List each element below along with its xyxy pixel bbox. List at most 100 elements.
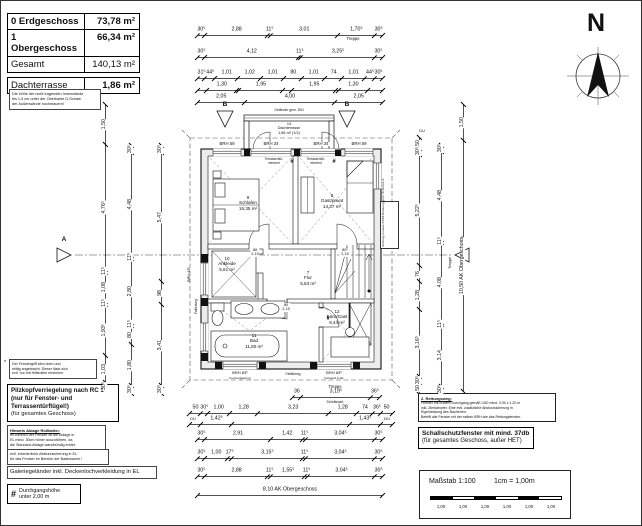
- dim-segment: 11⁵: [300, 431, 309, 445]
- dim-value: 1,28: [415, 290, 422, 302]
- dim-value: 11⁵: [295, 48, 305, 56]
- dim-value: 1,43⁵: [358, 415, 373, 423]
- dim-value: 3,04⁵: [334, 467, 349, 475]
- window-handle-note: Der Fenstergriff wird oben und mittig an…: [9, 359, 97, 380]
- dim-segment: 1,30: [207, 81, 237, 96]
- dim-value: 4,48: [437, 190, 444, 202]
- dim-value: 2,88: [230, 467, 243, 475]
- dim-segment: 1,00: [205, 450, 228, 464]
- dim-value: 30⁵: [196, 48, 207, 56]
- treppe-label-right: Treppe: [447, 257, 454, 269]
- table-row: 1 Obergeschoss 66,34 m²: [7, 30, 140, 57]
- dim-value: 30⁵: [157, 384, 164, 394]
- dim-segment: 1,01: [261, 69, 284, 84]
- dim-value: 80: [127, 331, 134, 339]
- dim-segment: 3,41: [155, 305, 167, 385]
- dim-value: 11⁵: [300, 449, 309, 457]
- dim-segment: 50: [190, 405, 201, 419]
- roof-overhang-dashed-outline: [181, 129, 401, 389]
- dim-value: 1,50: [459, 117, 466, 129]
- dim-value: 2,05: [215, 93, 227, 101]
- dim-value: 5,47: [157, 212, 164, 224]
- dim-value: 1,50: [101, 119, 108, 131]
- dim-segment: 80: [125, 326, 137, 344]
- dim-value: 1,95: [308, 81, 320, 89]
- dim-segment: 30⁵: [196, 468, 206, 482]
- dim-value: 11⁵: [437, 237, 444, 246]
- dim-segment: 2,05: [335, 94, 382, 108]
- room-label-gast: 8 Gast/privat 14,37 m²: [320, 193, 344, 209]
- treppe-label-bottom: Treppe: [327, 384, 343, 390]
- dim-segment: 1,93⁵: [99, 305, 111, 356]
- dim-segment: 11⁵: [295, 49, 305, 63]
- dim-value: 4,76⁵: [101, 200, 108, 215]
- fall-protection-note: evtl. erforderliche Absturzsicherung in …: [7, 449, 109, 465]
- area-table: 0 Erdgeschoss 73,78 m² 1 Obergeschoss 66…: [7, 13, 140, 94]
- dim-value: 3,25⁵: [331, 48, 345, 56]
- dim-segment: 30⁵: [374, 468, 384, 482]
- dim-segment: 2,88: [205, 467, 269, 482]
- dim-segment: 11⁵: [300, 449, 309, 464]
- dim-value: 8,10 AK Obergeschoss: [262, 486, 318, 494]
- dim-segment: 30⁵: [373, 450, 384, 464]
- dim-value: 3,16⁵: [415, 336, 422, 350]
- floor-area: 1,86 m²: [102, 80, 135, 91]
- dim-segment: 2,80: [125, 259, 137, 324]
- dim-value: 1,01: [267, 69, 279, 77]
- dim-segment: 30⁵: [196, 27, 206, 41]
- dim-value: 1,28: [337, 404, 349, 412]
- dim-segment: 98: [155, 282, 167, 305]
- dim-chain-top-4: 2,05 4,00 2,05: [198, 93, 382, 108]
- dim-value: 4,08: [437, 277, 444, 289]
- dim-value: 1,03: [101, 363, 108, 376]
- dim-segment: 30⁵: [373, 49, 384, 63]
- dim-segment: 50: [381, 405, 392, 419]
- dim-value: 10,50 AK Obergeschoss: [459, 236, 466, 295]
- dim-segment: 3,25⁵: [301, 48, 375, 63]
- dim-segment: 30⁵: [155, 145, 167, 155]
- terrace-door-label-1: Terrassentür- element: [264, 157, 284, 165]
- mushroom-lock-note: Pilzkopfverriegelung nach RC 1 (nur für …: [7, 384, 119, 422]
- dim-value: 3,19⁵: [329, 388, 343, 396]
- dim-value: 11⁵: [265, 26, 275, 34]
- dim-segment: [368, 84, 382, 96]
- window-label-brh34-right: BRH 34: [312, 140, 330, 147]
- dim-value: 11⁵: [302, 467, 311, 475]
- floor-area: 73,78 m²: [96, 16, 135, 27]
- dim-chain-right-ak: 1,50 10,50 AK Obergeschoss: [457, 105, 469, 391]
- dim-value: 2,88: [230, 26, 243, 34]
- dim-value: 1,02: [244, 69, 256, 77]
- dim-segment: 30⁵: [125, 384, 137, 395]
- dim-value: 1,08: [101, 281, 108, 294]
- furniture: [210, 160, 374, 362]
- passage-height-legend: # Durchgangshöhe unter 2,00 m: [7, 484, 81, 504]
- dim-value: 1,28: [238, 404, 250, 412]
- dim-segment: 11⁵: [265, 26, 275, 41]
- dim-segment: 1,01: [302, 70, 325, 84]
- low-height-hash-2: #: [332, 159, 336, 165]
- dim-segment: 1,43⁵: [350, 415, 382, 430]
- dim-value: 1,30: [216, 81, 228, 89]
- dim-segment: 44⁵: [205, 69, 215, 84]
- dim-segment: 30⁵: [374, 27, 384, 41]
- dim-segment: 44⁵: [365, 70, 375, 84]
- dim-value: 30⁵: [127, 384, 134, 395]
- fixed-glazing-label: Festverglasung: [229, 375, 251, 380]
- dim-value: 3,41: [157, 339, 164, 352]
- scale-bar: [430, 496, 562, 500]
- dim-value: 4,00: [284, 93, 296, 101]
- dim-segment: 3,19⁵: [301, 388, 371, 403]
- dim-value: 44⁵: [205, 69, 215, 77]
- dim-value: 36⁵: [370, 388, 380, 396]
- dim-value: 1,01: [221, 69, 233, 77]
- dim-value: 1,55⁵: [281, 467, 295, 475]
- terrace-door-label-2: Terrassentür- element: [306, 157, 326, 165]
- dim-value: 30⁵: [127, 144, 134, 155]
- du-label-bottom-left: DU: [189, 416, 197, 422]
